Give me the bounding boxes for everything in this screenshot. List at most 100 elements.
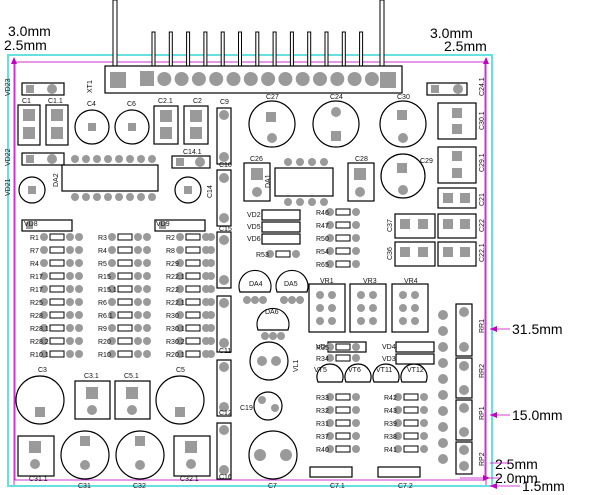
vr3-label: VR3	[363, 278, 377, 285]
c28-label: C28	[355, 156, 368, 163]
c5-label: C5	[176, 367, 185, 374]
res-mid-0: R3	[98, 233, 142, 242]
da4-label: DA4	[249, 281, 263, 288]
res-left-4: R17	[30, 285, 74, 294]
c9-label: C9	[220, 99, 229, 106]
res-top-center-2: R50	[316, 234, 360, 243]
vd2-label: VD2	[247, 212, 261, 219]
dim-bottom-right-2: 2.0mm	[495, 470, 538, 486]
res-right-8: R30.2	[166, 337, 210, 346]
res-bottom-b-4-label: R41	[384, 447, 397, 454]
c30-label: C30	[397, 94, 410, 101]
vd22-label: VD22	[5, 148, 12, 166]
res-right-7-label: R30.1	[166, 326, 185, 333]
connector-pins	[112, 0, 385, 69]
res-left-3: R17	[30, 272, 74, 281]
c71-label: C7.1	[330, 483, 345, 490]
res-left-0: R1	[30, 233, 74, 242]
res-left-9-label: R10.1	[30, 352, 49, 359]
vt5-label: VT5	[314, 367, 327, 374]
res-right-2-label: R29	[166, 261, 179, 268]
vd8-label: VD8	[24, 221, 38, 228]
res-left-1-label: R7	[30, 248, 39, 255]
vd23-label: VD23	[5, 78, 12, 96]
res-bottom-a-4-label: R40	[316, 447, 329, 454]
c19-label: C19	[240, 405, 253, 412]
res-top-center-0-label: R46	[316, 210, 329, 217]
res-bottom-a-2-label: R31	[316, 421, 329, 428]
res-right-6: R30	[166, 311, 210, 320]
regulators-trimmers: DA4 DA5 DA6 VR1 VR3 VR4 VL1	[238, 269, 429, 381]
res-mid-2: R5	[98, 259, 142, 268]
c301-label: C30.1	[479, 111, 486, 130]
xt1-label: XT1	[87, 80, 94, 93]
res-left-6-label: R28	[30, 313, 43, 320]
c72-label: C7.2	[398, 483, 413, 490]
dim-right-1: 31.5mm	[512, 321, 563, 337]
res-mid-3: R15	[98, 272, 142, 281]
res-bottom-b-4: R41	[384, 445, 428, 454]
connector-xt1[interactable]: XT1	[87, 65, 403, 94]
c31-label: C31	[78, 483, 91, 490]
res-right-4-label: R22	[166, 287, 179, 294]
res-right-1: R8	[166, 246, 210, 255]
c32-label: C32	[133, 483, 146, 490]
c141-label: C14.1	[183, 149, 202, 156]
res-top-center-0: R46	[316, 208, 360, 217]
res-right-1-label: R8	[166, 248, 175, 255]
vd9-label: VD9	[156, 221, 170, 228]
res-mid-1: R4	[98, 246, 142, 255]
res-right-8-label: R30.2	[166, 339, 185, 346]
res-left-7-label: R28.1	[30, 326, 49, 333]
res-right-0: R2	[166, 233, 210, 242]
vd4-label: VD4	[382, 344, 396, 351]
res-left-8-label: R28.2	[30, 339, 49, 346]
res-mid-6-label: R6.1	[98, 313, 113, 320]
res-bottom-a-3: R37	[316, 432, 360, 441]
da6-label: DA6	[265, 309, 279, 316]
res-top-center-1-label: R47	[316, 223, 329, 230]
dim-bottom-right-3: 1.5mm	[522, 478, 565, 494]
res-left-8: R28.2	[30, 337, 74, 346]
c12-label: C12	[219, 410, 232, 417]
c36-label: C36	[387, 247, 394, 260]
c291-label: C29.1	[479, 153, 486, 172]
res-mid-1-label: R4	[98, 248, 107, 255]
res-right-6-label: R30	[166, 313, 179, 320]
res-mid-4-label: R15.1	[98, 287, 117, 294]
c11-label: C1.1	[48, 98, 63, 105]
res-right-5: R22.1	[166, 298, 210, 307]
res-bottom-a-0-label: R33	[316, 395, 329, 402]
dim-right-2: 15.0mm	[512, 407, 563, 423]
vd3-label: VD3	[382, 356, 396, 363]
res-bottom-b-0: R42	[384, 393, 428, 402]
res-bottom-a-1: R32	[316, 406, 360, 415]
res-left-7: R28.1	[30, 324, 74, 333]
bottom-center: C19 C7 C7.1 C7.2	[240, 391, 421, 490]
res-top-center-1: R47	[316, 221, 360, 230]
res-bottom-a-2: R31	[316, 419, 360, 428]
res-mid-5-label: R6	[98, 300, 107, 307]
res-left-2: R4	[30, 259, 74, 268]
res-mid-7: R9	[98, 324, 142, 333]
vd1-label: VD1	[316, 344, 330, 351]
inner-keepout	[14, 61, 486, 481]
res-bottom-b-1: R43	[384, 406, 428, 415]
vt11-label: VT11	[376, 367, 392, 374]
res-r53: R53	[256, 250, 300, 259]
res-right-2: R29	[166, 259, 210, 268]
rp1-label: RP1	[479, 406, 486, 420]
res-left-9: R10.1	[30, 350, 74, 359]
rp2-label: RP2	[479, 452, 486, 466]
c311-label: C31.1	[29, 476, 48, 483]
res-right-0-label: R2	[166, 235, 175, 242]
dim-bottom-right-1: 2.5mm	[495, 456, 538, 472]
res-left-2-label: R4	[30, 261, 39, 268]
dim-top-right-1: 3.0mm	[430, 25, 473, 41]
res-bottom-a-0: R33	[316, 393, 360, 402]
res-right-3-label: R22.1	[166, 274, 185, 281]
res-bottom-a-4: R40	[316, 445, 360, 454]
res-bottom-b-2: R39	[384, 419, 428, 428]
res-right-9-label: R20.1	[166, 352, 185, 359]
res-r35-label: R35	[316, 345, 329, 352]
